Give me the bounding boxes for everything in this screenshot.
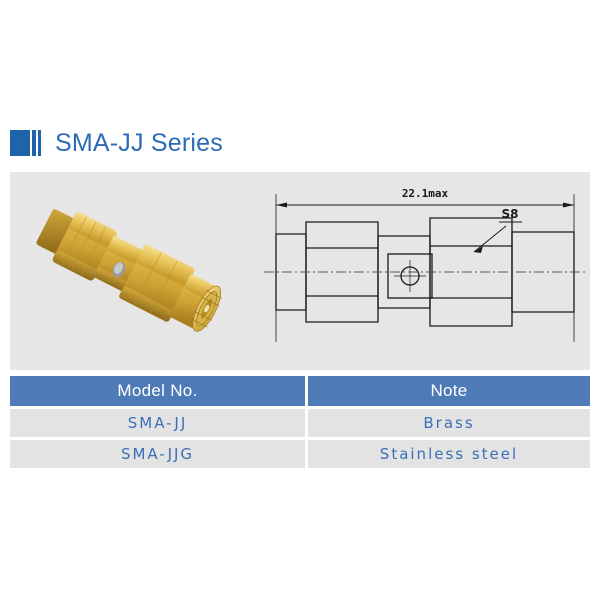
content-panel: 22.1max S8 bbox=[10, 172, 590, 370]
page-title-block: SMA-JJ Series bbox=[10, 126, 223, 160]
table-row: SMA-JJ Brass bbox=[10, 409, 590, 437]
cell-note: Stainless steel bbox=[308, 440, 590, 468]
cell-model: SMA-JJG bbox=[10, 440, 305, 468]
callout-label-s8: S8 bbox=[502, 207, 519, 221]
dimension-label: 22.1max bbox=[402, 187, 449, 200]
page-title: SMA-JJ Series bbox=[55, 128, 223, 157]
product-photo bbox=[10, 172, 260, 370]
column-header-note: Note bbox=[308, 376, 590, 406]
cell-model: SMA-JJ bbox=[10, 409, 305, 437]
logo-square bbox=[10, 130, 30, 156]
logo-bars-icon bbox=[10, 130, 41, 156]
logo-bar-2 bbox=[38, 130, 41, 156]
table-row: SMA-JJG Stainless steel bbox=[10, 440, 590, 468]
spec-table: Model No. Note SMA-JJ Brass SMA-JJG Stai… bbox=[10, 376, 590, 468]
cell-note: Brass bbox=[308, 409, 590, 437]
table-header-row: Model No. Note bbox=[10, 376, 590, 406]
column-header-model: Model No. bbox=[10, 376, 305, 406]
logo-bar-1 bbox=[32, 130, 36, 156]
technical-drawing: 22.1max S8 bbox=[260, 172, 590, 370]
